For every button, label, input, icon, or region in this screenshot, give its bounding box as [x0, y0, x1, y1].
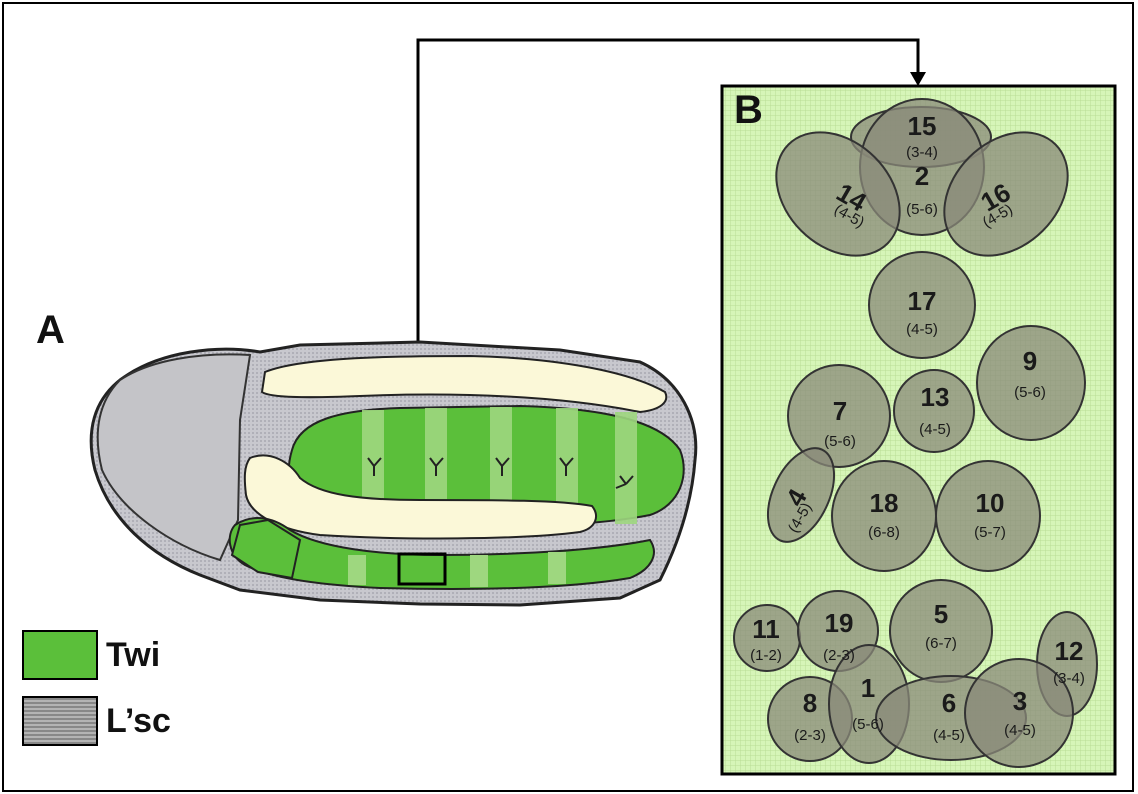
legend-label-twi: Twi	[106, 636, 160, 675]
cluster-number-10: 10	[976, 488, 1005, 518]
cluster-5	[890, 580, 992, 682]
cluster-number-3: 3	[1013, 686, 1027, 716]
cluster-9	[977, 326, 1085, 440]
legend-label-lsc: L’sc	[106, 702, 171, 741]
cluster-number-11: 11	[752, 614, 780, 644]
cluster-number-9: 9	[1023, 346, 1037, 376]
cluster-count-2: (5-6)	[906, 201, 938, 218]
cluster-count-17: (4-5)	[906, 321, 938, 338]
cluster-count-8: (2-3)	[794, 727, 826, 744]
legend-swatch-lsc	[22, 696, 98, 746]
cluster-count-18: (6-8)	[868, 524, 900, 541]
cluster-count-1: (5-6)	[852, 716, 884, 733]
cluster-number-15: 15	[908, 111, 937, 141]
cluster-count-7: (5-6)	[824, 433, 856, 450]
cluster-number-12: 12	[1055, 636, 1084, 666]
panel-b-label: B	[734, 88, 763, 133]
cluster-count-6: (4-5)	[933, 727, 965, 744]
cluster-number-13: 13	[921, 382, 950, 412]
cluster-number-17: 17	[908, 286, 937, 316]
cluster-number-2: 2	[915, 161, 929, 191]
embryo-illustration	[80, 330, 780, 630]
cluster-number-1: 1	[861, 673, 875, 703]
cluster-count-9: (5-6)	[1014, 384, 1046, 401]
cluster-number-6: 6	[942, 688, 956, 718]
cluster-count-19: (2-3)	[823, 647, 855, 664]
legend-swatch-twi	[22, 630, 98, 680]
cluster-number-19: 19	[825, 608, 854, 638]
cluster-count-3: (4-5)	[1004, 722, 1036, 739]
cluster-number-7: 7	[833, 396, 847, 426]
cluster-count-11: (1-2)	[750, 647, 782, 664]
cluster-count-13: (4-5)	[919, 421, 951, 438]
panel-a-label: A	[36, 308, 65, 353]
cluster-count-5: (6-7)	[925, 635, 957, 652]
cluster-number-18: 18	[870, 488, 899, 518]
cluster-number-5: 5	[934, 599, 948, 629]
cluster-count-10: (5-7)	[974, 524, 1006, 541]
panel-b-cluster-map: 15(3-4)2(5-6)14(4-5)16(4-5)17(4-5)9(5-6)…	[720, 84, 1120, 780]
cluster-count-12: (3-4)	[1053, 670, 1085, 687]
cluster-number-8: 8	[803, 688, 817, 718]
cluster-count-15: (3-4)	[906, 144, 938, 161]
